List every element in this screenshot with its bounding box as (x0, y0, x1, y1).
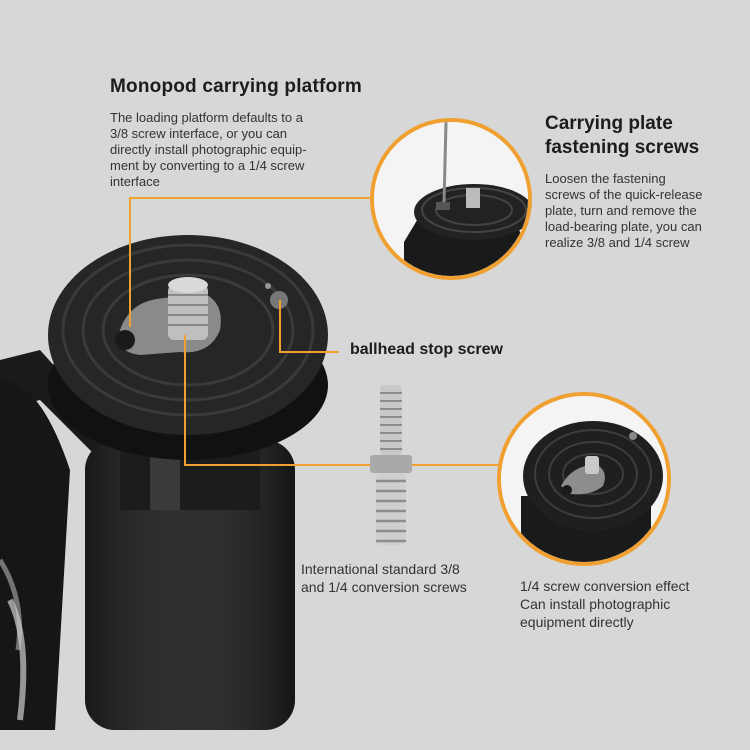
fastening-desc-line: load-bearing plate, you can (545, 219, 702, 234)
conversion-desc-line: and 1/4 conversion screws (301, 579, 467, 595)
fastening-desc-line: Loosen the fastening (545, 171, 666, 186)
converted-platform-closeup (501, 396, 667, 562)
fastening-desc-line: screws of the quick-release (545, 187, 703, 202)
platform-title: Monopod carrying platform (110, 76, 362, 97)
converted-closeup-circle (497, 392, 671, 566)
platform-desc-line: 3/8 screw interface, or you can (110, 126, 288, 141)
effect-desc-line: equipment directly (520, 614, 634, 630)
leader-screw-horizontal (184, 464, 502, 466)
fastening-desc-line: realize 3/8 and 1/4 screw (545, 235, 690, 250)
fastening-title-line: fastening screws (545, 137, 700, 158)
platform-description: The loading platform defaults to a 3/8 s… (110, 110, 360, 190)
ballhead-label: ballhead stop screw (350, 341, 503, 358)
platform-closeup-circle (370, 118, 532, 280)
fastening-title-line: Carrying plate (545, 113, 673, 134)
fastening-description: Loosen the fastening screws of the quick… (545, 171, 745, 251)
platform-desc-line: interface (110, 174, 160, 189)
leader-ballhead-vertical (279, 300, 281, 352)
screw-photo (370, 385, 412, 545)
effect-desc-line: Can install photographic (520, 596, 671, 612)
fastening-desc-line: plate, turn and remove the (545, 203, 697, 218)
leader-screw-vertical (184, 335, 186, 465)
conversion-desc-line: International standard 3/8 (301, 561, 460, 577)
effect-description: 1/4 screw conversion effect Can install … (520, 577, 740, 631)
leader-platform-horizontal (129, 197, 374, 199)
effect-desc-line: 1/4 screw conversion effect (520, 578, 690, 594)
leader-ballhead-horizontal (279, 351, 339, 353)
leader-platform-vertical (129, 197, 131, 327)
fastening-title: Carrying plate fastening screws (545, 112, 699, 160)
platform-desc-line: directly install photographic equip- (110, 142, 307, 157)
platform-desc-line: ment by converting to a 1/4 screw (110, 158, 305, 173)
platform-closeup (374, 122, 528, 276)
conversion-description: International standard 3/8 and 1/4 conve… (301, 560, 501, 596)
platform-desc-line: The loading platform defaults to a (110, 110, 303, 125)
